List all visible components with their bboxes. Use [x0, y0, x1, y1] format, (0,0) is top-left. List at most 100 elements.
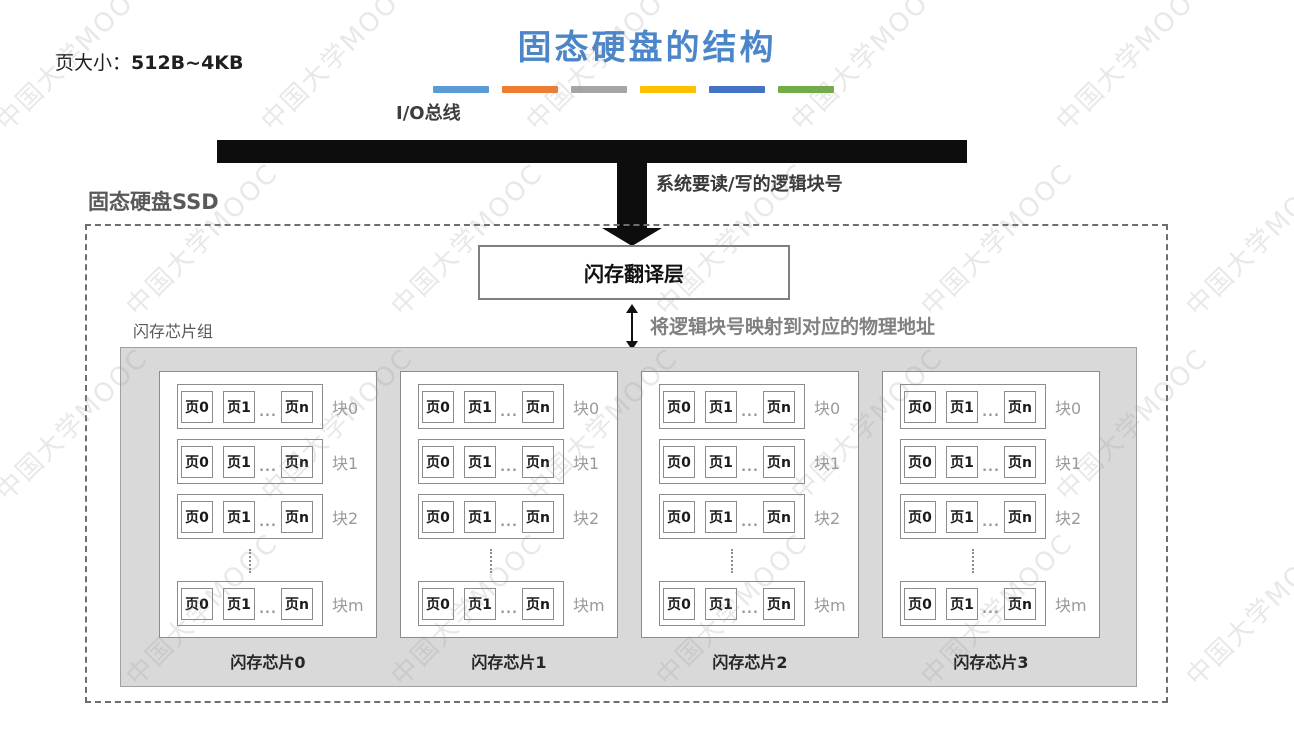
page-cell: 页n [522, 390, 554, 423]
accent-bar-3 [640, 86, 696, 93]
io-bus-bar [217, 140, 967, 163]
page-cell: 页n [522, 445, 554, 478]
page-ellipsis: ... [741, 405, 759, 420]
page-cell: 页0 [904, 587, 936, 620]
accent-bar-4 [709, 86, 765, 93]
page-ellipsis: ... [741, 602, 759, 617]
double-arrow-icon [626, 304, 638, 350]
block-label: 块0 [573, 398, 600, 418]
page-cell: 页1 [946, 500, 978, 533]
accent-bar-2 [571, 86, 627, 93]
page-cell: 页1 [946, 445, 978, 478]
page-cell: 页0 [904, 390, 936, 423]
block-label: 块0 [332, 398, 359, 418]
block-label: 块1 [1055, 453, 1082, 473]
page-size-note: 页大小：512B~4KB [55, 48, 244, 75]
block-label: 块m [1055, 595, 1087, 615]
page-cell: 页0 [663, 587, 695, 620]
accent-bar-0 [433, 86, 489, 93]
block-label: 块2 [573, 508, 600, 528]
block-label: 块0 [814, 398, 841, 418]
arrow-line [631, 313, 633, 341]
page-cell: 页n [763, 587, 795, 620]
watermark-text: 中国大学MOOC [1180, 158, 1294, 323]
block-label: 块1 [573, 453, 600, 473]
page-cell: 页1 [705, 587, 737, 620]
flash-chip-label: 闪存芯片2 [712, 653, 788, 672]
page-cell: 页0 [904, 445, 936, 478]
page-ellipsis: ... [259, 515, 277, 530]
down-arrow-icon [602, 228, 662, 246]
page-cell: 页0 [422, 445, 454, 478]
page-cell: 页0 [422, 587, 454, 620]
page-cell: 页n [1004, 445, 1036, 478]
watermark-text: 中国大学MOOC [1180, 528, 1294, 693]
mapping-note: 将逻辑块号映射到对应的物理地址 [650, 316, 936, 338]
block-rect: 页0 页1... 页n [659, 581, 805, 626]
page-cell: 页1 [464, 445, 496, 478]
page-cell: 页1 [705, 390, 737, 423]
page-cell: 页1 [705, 500, 737, 533]
page-ellipsis: ... [741, 460, 759, 475]
page-cell: 页n [1004, 390, 1036, 423]
page-cell: 页1 [223, 587, 255, 620]
arrow-down-head [626, 341, 638, 350]
ssd-dashed-box [85, 224, 1168, 703]
page-cell: 页n [1004, 587, 1036, 620]
page-cell: 页1 [705, 445, 737, 478]
vertical-dots-icon [490, 549, 492, 573]
page-size-note-value: 512B~4KB [131, 52, 244, 74]
block-ellipsis [418, 549, 617, 573]
page-cell: 页0 [422, 500, 454, 533]
page-cell: 页1 [464, 500, 496, 533]
page-cell: 页n [281, 500, 313, 533]
page-cell: 页0 [663, 500, 695, 533]
page-cell: 页0 [904, 500, 936, 533]
page-cell: 页0 [181, 445, 213, 478]
page-cell: 页1 [223, 500, 255, 533]
block-label: 块2 [1055, 508, 1082, 528]
page-cell: 页n [763, 500, 795, 533]
block-label: 块m [814, 595, 846, 615]
block-label: 块2 [814, 508, 841, 528]
vertical-dots-icon [972, 549, 974, 573]
page-ellipsis: ... [500, 405, 518, 420]
page-ellipsis: ... [259, 405, 277, 420]
page-cell: 页n [522, 587, 554, 620]
vertical-dots-icon [731, 549, 733, 573]
page-ellipsis: ... [982, 405, 1000, 420]
arrow-up-head [626, 304, 638, 313]
flash-translation-layer-box: 闪存翻译层 [478, 245, 790, 300]
page-ellipsis: ... [259, 460, 277, 475]
vertical-dots-icon [249, 549, 251, 573]
block-label: 块m [573, 595, 605, 615]
page-ellipsis: ... [500, 515, 518, 530]
block-label: 块m [332, 595, 364, 615]
page-ellipsis: ... [982, 515, 1000, 530]
page-cell: 页0 [663, 445, 695, 478]
